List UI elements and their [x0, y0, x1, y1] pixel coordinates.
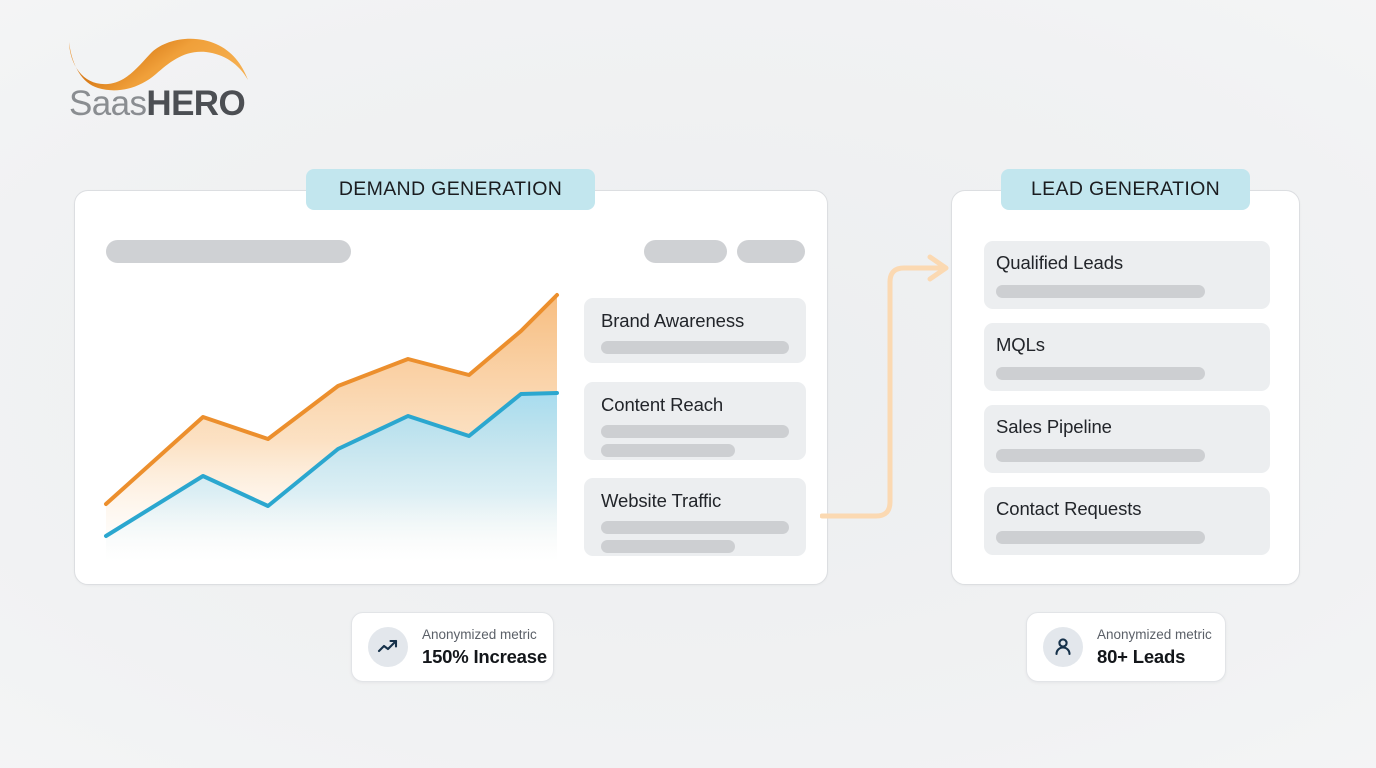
metric-card-brand-awareness[interactable]: Brand Awareness: [584, 298, 806, 363]
metric-card-qualified-leads[interactable]: Qualified Leads: [984, 241, 1270, 309]
chart-line-orange: [104, 293, 559, 506]
chart-line-blue: [104, 391, 559, 538]
metric-card-label: Qualified Leads: [996, 252, 1124, 273]
badge-demand-generation: DEMAND GENERATION: [306, 169, 595, 210]
metric-card-sales-pipeline[interactable]: Sales Pipeline: [984, 405, 1270, 473]
metric-card-mqls[interactable]: MQLs: [984, 323, 1270, 391]
metric-card-content-reach[interactable]: Content Reach: [584, 382, 806, 460]
chart-area-blue: [106, 393, 557, 562]
skeleton-bar: [601, 425, 789, 438]
skeleton-bar: [996, 531, 1205, 544]
badge-label: LEAD GENERATION: [1030, 178, 1221, 200]
metric-chip-leads[interactable]: Anonymized metric 80+ Leads: [1026, 612, 1226, 682]
metric-card-label: Sales Pipeline: [996, 416, 1112, 437]
metric-card-contact-requests[interactable]: Contact Requests: [984, 487, 1270, 555]
skeleton-bar: [601, 540, 735, 553]
demand-area-chart: [104, 293, 559, 562]
logo-wordmark: SaasHERO: [69, 84, 246, 123]
metric-chip-increase[interactable]: Anonymized metric 150% Increase: [351, 612, 554, 682]
skeleton-header-title: [106, 240, 351, 263]
metric-card-label: Content Reach: [601, 394, 724, 415]
arrow-right-icon: [820, 254, 949, 519]
metric-chip-sublabel: Anonymized metric: [1097, 627, 1212, 643]
metric-card-website-traffic[interactable]: Website Traffic: [584, 478, 806, 556]
skeleton-header-pill-1[interactable]: [644, 240, 727, 263]
metric-card-label: MQLs: [996, 334, 1045, 355]
skeleton-bar: [996, 449, 1205, 462]
metric-card-label: Website Traffic: [601, 490, 722, 511]
swoosh-icon: [69, 38, 248, 91]
metric-chip-text: Anonymized metric 150% Increase: [422, 626, 547, 667]
metric-card-label: Brand Awareness: [601, 310, 745, 331]
skeleton-bar: [601, 521, 789, 534]
logo-text-hero: HERO: [146, 84, 246, 123]
skeleton-bar: [601, 341, 789, 354]
badge-lead-generation: LEAD GENERATION: [1001, 169, 1250, 210]
metric-chip-text: Anonymized metric 80+ Leads: [1097, 626, 1212, 667]
skeleton-header-pill-2[interactable]: [737, 240, 805, 263]
skeleton-bar: [996, 285, 1205, 298]
metric-chip-value: 80+ Leads: [1097, 645, 1186, 667]
skeleton-bar: [996, 367, 1205, 380]
skeleton-bar: [601, 444, 735, 457]
brand-logo: SaasHERO: [66, 36, 251, 128]
trending-up-icon: [368, 627, 408, 667]
metric-chip-value: 150% Increase: [422, 645, 547, 667]
badge-label: DEMAND GENERATION: [338, 178, 563, 200]
lead-generation-panel: Qualified Leads MQLs Sales Pipeline Cont…: [951, 190, 1300, 585]
metric-chip-sublabel: Anonymized metric: [422, 627, 537, 643]
person-icon: [1043, 627, 1083, 667]
logo-text-saas: Saas: [69, 84, 147, 123]
demand-generation-panel: Brand Awareness Content Reach Website Tr…: [74, 190, 828, 585]
metric-card-label: Contact Requests: [996, 498, 1142, 519]
